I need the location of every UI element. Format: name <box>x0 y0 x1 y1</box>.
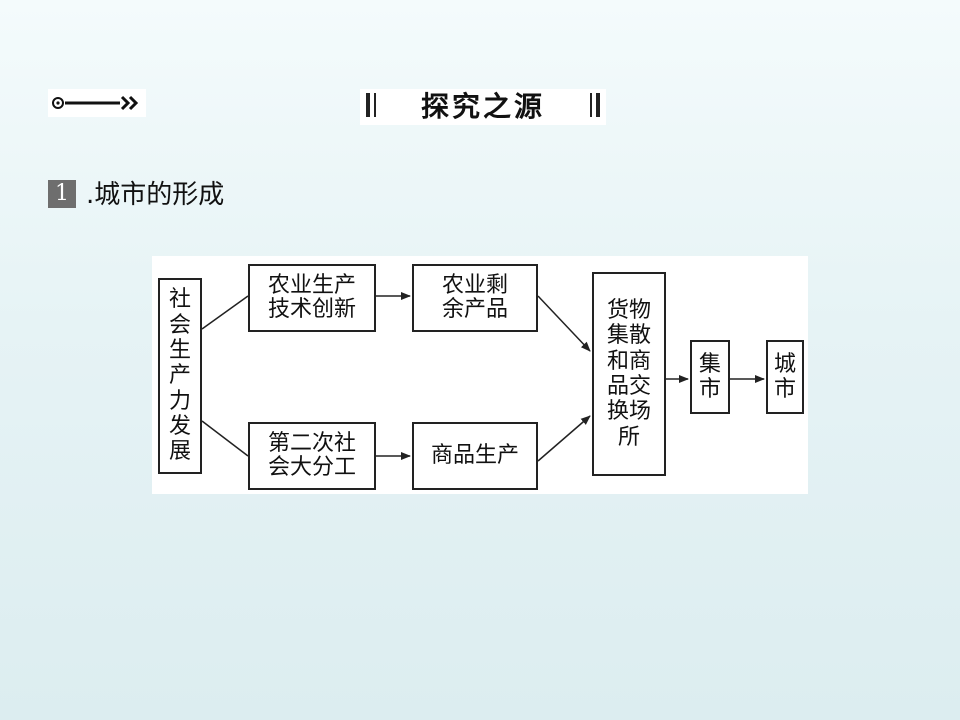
node-commodity-production: 商品生产 <box>412 422 538 490</box>
flow-diagram: 社 会 生 产 力 发 展 农业生产 技术创新 农业剩 余产品 第二次社 会大分… <box>152 256 808 494</box>
section-marker-icon <box>48 89 146 117</box>
connector-social-to-tech <box>201 295 249 330</box>
arrow-surplus-to-exchange <box>537 295 591 352</box>
section-title: 探究之源 <box>360 89 606 125</box>
node-agri-tech-innovation: 农业生产 技术创新 <box>248 264 376 332</box>
node-market: 集 市 <box>690 340 730 414</box>
node-agri-surplus: 农业剩 余产品 <box>412 264 538 332</box>
node-social-productivity: 社 会 生 产 力 发 展 <box>158 278 202 474</box>
title-bar-right <box>596 93 600 117</box>
node-city: 城 市 <box>766 340 804 414</box>
node-second-division-of-labor: 第二次社 会大分工 <box>248 422 376 490</box>
section-title-text: 探究之源 <box>420 90 545 123</box>
heading-text: .城市的形成 <box>86 180 225 210</box>
title-bar-left <box>366 93 370 117</box>
arrow-commodity-to-exchange <box>537 415 591 462</box>
title-bar-right-thin <box>590 93 592 117</box>
title-bar-left-thin <box>374 93 376 117</box>
connector-social-to-division <box>201 420 249 457</box>
node-exchange-place: 货物 集散 和商 品交 换场 所 <box>592 272 666 476</box>
heading-number-badge: 1 <box>48 180 76 208</box>
diagram-connectors <box>201 292 765 462</box>
